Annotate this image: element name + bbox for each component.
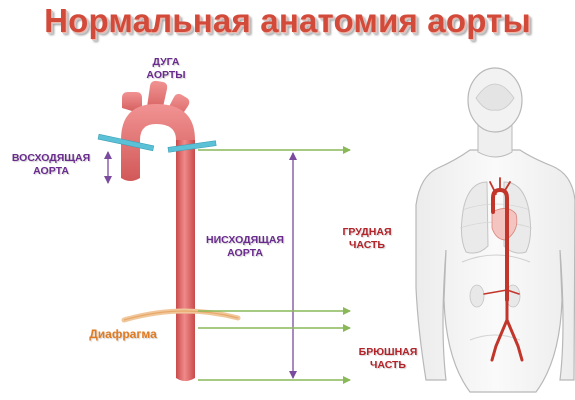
descending-aorta-label: НИСХОДЯЩАЯ АОРТА (206, 234, 284, 259)
ascending-aorta-label: ВОСХОДЯЩАЯ АОРТА (11, 152, 91, 177)
left-kidney (469, 284, 485, 308)
abdominal-part-label: БРЮШНАЯ ЧАСТЬ (358, 346, 418, 371)
arch-boundary-bar (167, 140, 217, 153)
body-aorta (483, 177, 524, 362)
level-lines (198, 146, 351, 384)
aorta-schematic (97, 80, 241, 381)
human-torso-illustration (415, 67, 575, 393)
aortic-arch (121, 104, 195, 181)
page-title: Нормальная анатомия аорты (44, 2, 531, 39)
left-lung (460, 181, 489, 254)
thoracic-part-label: ГРУДНАЯ ЧАСТЬ (342, 226, 392, 251)
arch-label: ДУГА АОРТЫ (146, 56, 186, 81)
ascending-boundary-bar (97, 133, 155, 152)
diaphragm-label: Диафрагма (89, 327, 157, 341)
torso-outline (415, 149, 575, 393)
descending-aorta-shape (176, 140, 195, 381)
